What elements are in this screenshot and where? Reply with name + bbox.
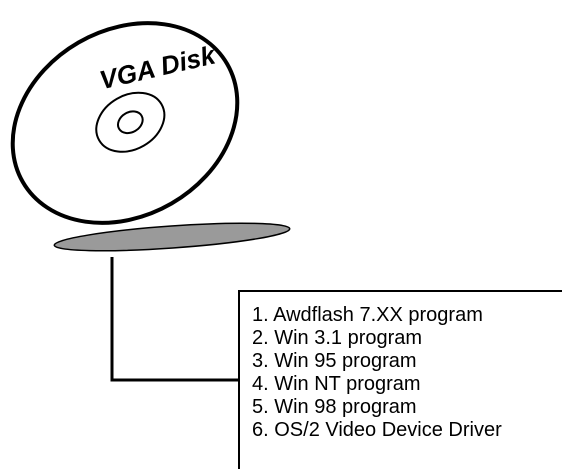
list-item: 5. Win 98 program [252,396,417,418]
disk-inner-hole [117,110,144,135]
contents-box: 1. Awdflash 7.XX program 2. Win 3.1 prog… [238,290,562,469]
program-list: 1. Awdflash 7.XX program 2. Win 3.1 prog… [240,292,562,442]
list-item: 4. Win NT program [252,373,421,395]
list-item: 2. Win 3.1 program [252,327,423,349]
connector-line [110,257,239,382]
disk-outer-edge [10,21,240,225]
disk-icon [10,21,240,225]
disk-middle-ring [95,91,166,153]
list-item: 6. OS/2 Video Device Driver [252,419,502,441]
list-item: 1. Awdflash 7.XX program [252,304,483,326]
list-item: 3. Win 95 program [252,350,417,372]
disk-shadow [53,222,291,252]
